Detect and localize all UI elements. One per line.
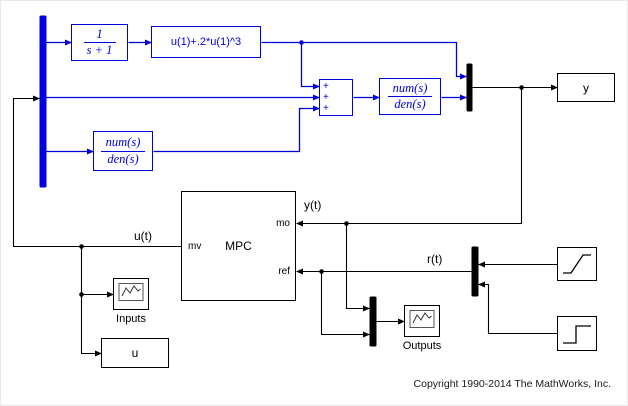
tf1-fraction-line <box>83 42 116 43</box>
step-block[interactable] <box>557 316 597 351</box>
sum-block[interactable]: + + + <box>319 79 353 116</box>
scope-screen-icon <box>409 310 435 328</box>
signal-label-y[interactable]: y(t) <box>304 198 322 212</box>
mpc-port-ref: ref <box>278 266 290 277</box>
line-u-branch-to-outport-u[interactable] <box>80 246 102 357</box>
outport-u-label: u <box>131 346 139 360</box>
outputs-scope-block[interactable] <box>404 305 440 337</box>
outport-y-label: y <box>583 80 589 95</box>
line-y-feedback-to-mpc-mo[interactable] <box>296 87 523 227</box>
line-mpc-mv-to-demux[interactable] <box>12 95 182 248</box>
outputs-scope-caption: Outputs <box>402 340 442 352</box>
line-y-branch-to-outputs-mux[interactable] <box>345 223 370 312</box>
line-fcn-to-mux[interactable] <box>261 41 467 80</box>
outport-y-block[interactable]: y <box>557 73 615 102</box>
transfer-fcn-3-block[interactable]: num(s) den(s) <box>93 131 153 171</box>
line-fcn-branch-to-sum[interactable] <box>300 42 320 90</box>
tf2-fraction-line <box>388 96 432 97</box>
saturation-block[interactable] <box>557 247 597 281</box>
outport-u-block[interactable]: u <box>101 338 169 368</box>
tf1-numerator: 1 <box>96 26 103 41</box>
line-step-to-ref-mux[interactable] <box>478 281 558 335</box>
scope-screen-icon <box>118 283 144 301</box>
line-r-branch-to-outputs-mux[interactable] <box>320 271 370 338</box>
tf2-numerator: num(s) <box>392 80 428 95</box>
branch-dots <box>79 40 524 297</box>
outputs-mux[interactable] <box>369 296 377 347</box>
transfer-fcn-1-block[interactable]: 1 s + 1 <box>71 24 128 61</box>
inputs-scope-caption: Inputs <box>116 313 146 325</box>
tf1-denominator: s + 1 <box>86 43 113 57</box>
sum-sign-3: + <box>323 103 329 114</box>
inputs-scope-block[interactable] <box>113 278 149 310</box>
transfer-fcn-2-block[interactable]: num(s) den(s) <box>379 78 441 115</box>
fcn-block[interactable]: u(1)+.2*u(1)^3 <box>151 26 261 58</box>
tf3-denominator: den(s) <box>107 151 139 166</box>
tf3-fraction-line <box>101 150 145 152</box>
mpc-port-mo: mo <box>276 218 290 229</box>
demux-bar[interactable] <box>39 15 47 188</box>
reference-mux[interactable] <box>471 246 479 297</box>
step-icon <box>563 325 591 344</box>
sum-sign-2: + <box>323 92 329 103</box>
tf3-numerator: num(s) <box>105 135 141 150</box>
fcn-expression: u(1)+.2*u(1)^3 <box>170 36 242 48</box>
tf2-denominator: den(s) <box>394 97 426 111</box>
mpc-port-mv: mv <box>188 241 202 252</box>
line-tf3-to-sum[interactable] <box>153 105 320 153</box>
plant-output-mux[interactable] <box>466 63 473 112</box>
saturation-icon <box>563 254 591 274</box>
sum-sign-1: + <box>323 81 329 92</box>
signal-label-r[interactable]: r(t) <box>427 252 443 266</box>
signal-label-u[interactable]: u(t) <box>134 229 152 243</box>
mpc-controller-block[interactable]: MPC mv mo ref <box>181 191 296 301</box>
copyright-annotation: Copyright 1990-2014 The MathWorks, Inc. <box>413 378 611 390</box>
mpc-block-name: MPC <box>225 239 252 253</box>
